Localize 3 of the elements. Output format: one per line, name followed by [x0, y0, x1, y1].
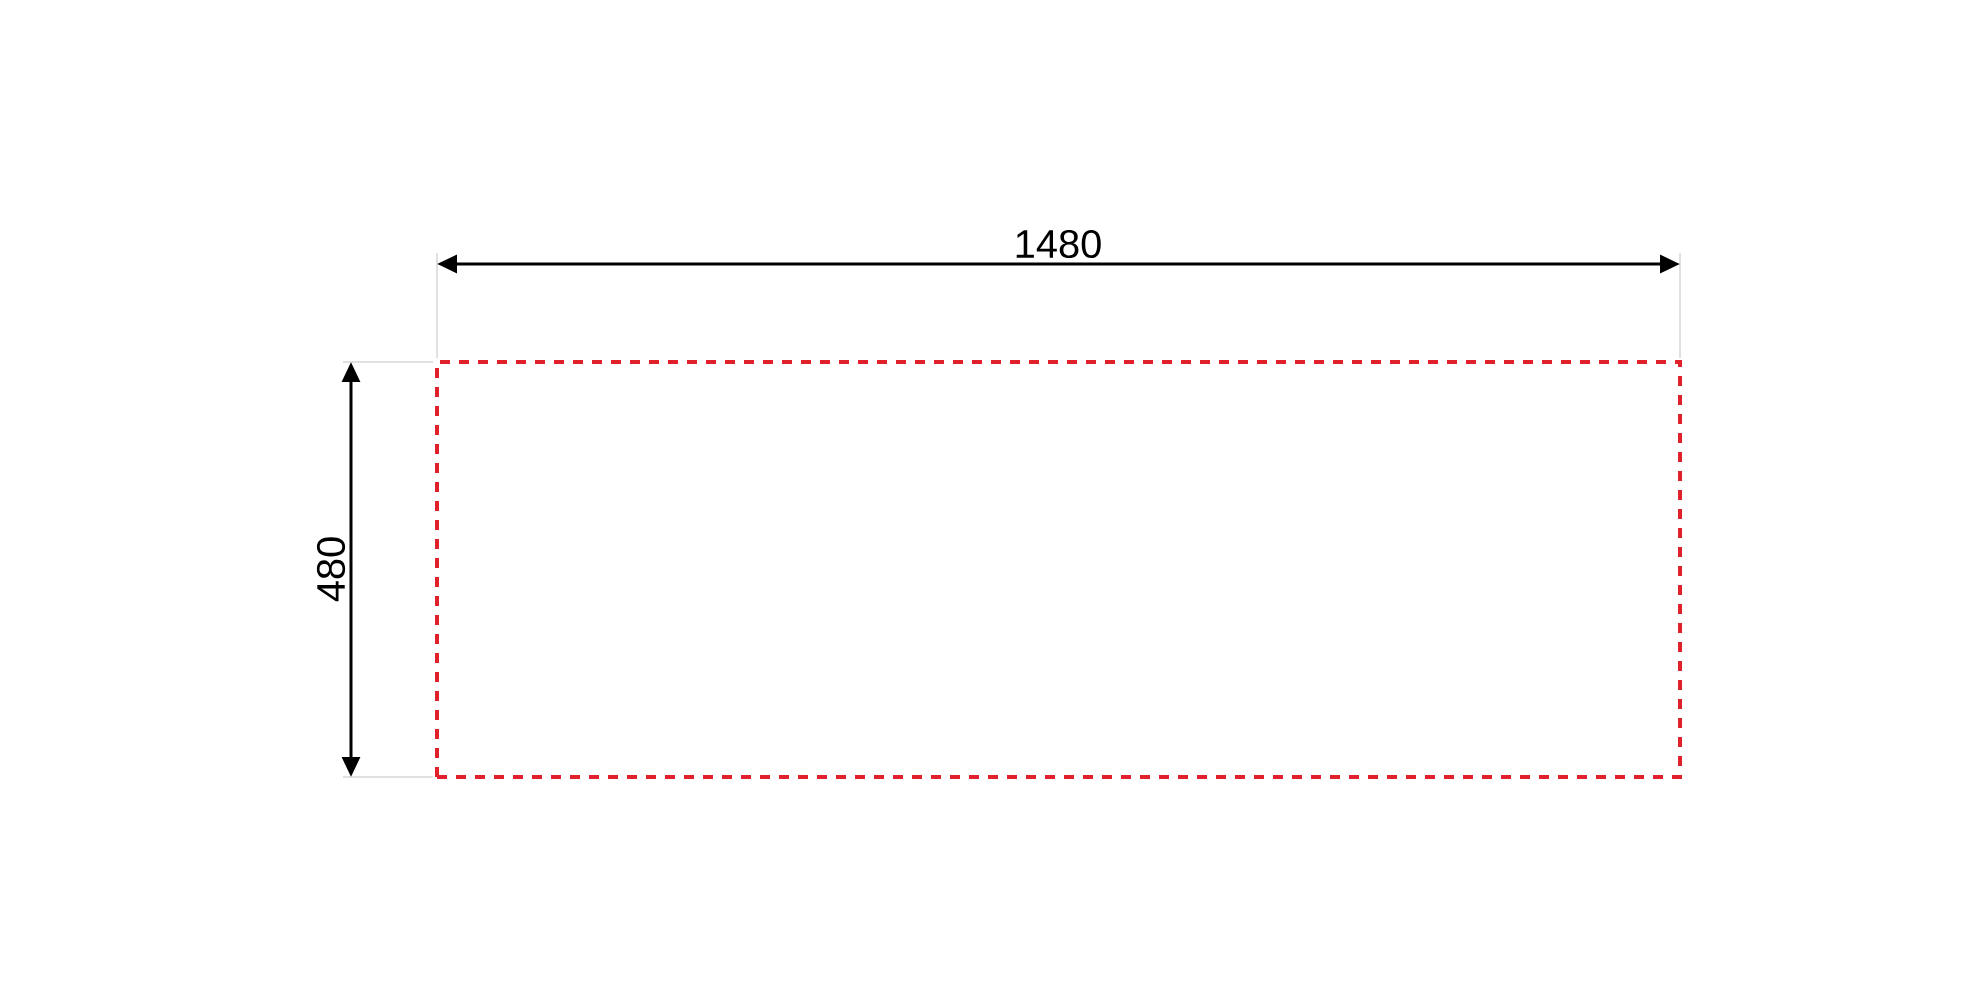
dimension-label: 480	[316, 537, 346, 602]
dimension-label: 1480	[1016, 229, 1101, 259]
outline-rectangle	[435, 360, 1682, 779]
